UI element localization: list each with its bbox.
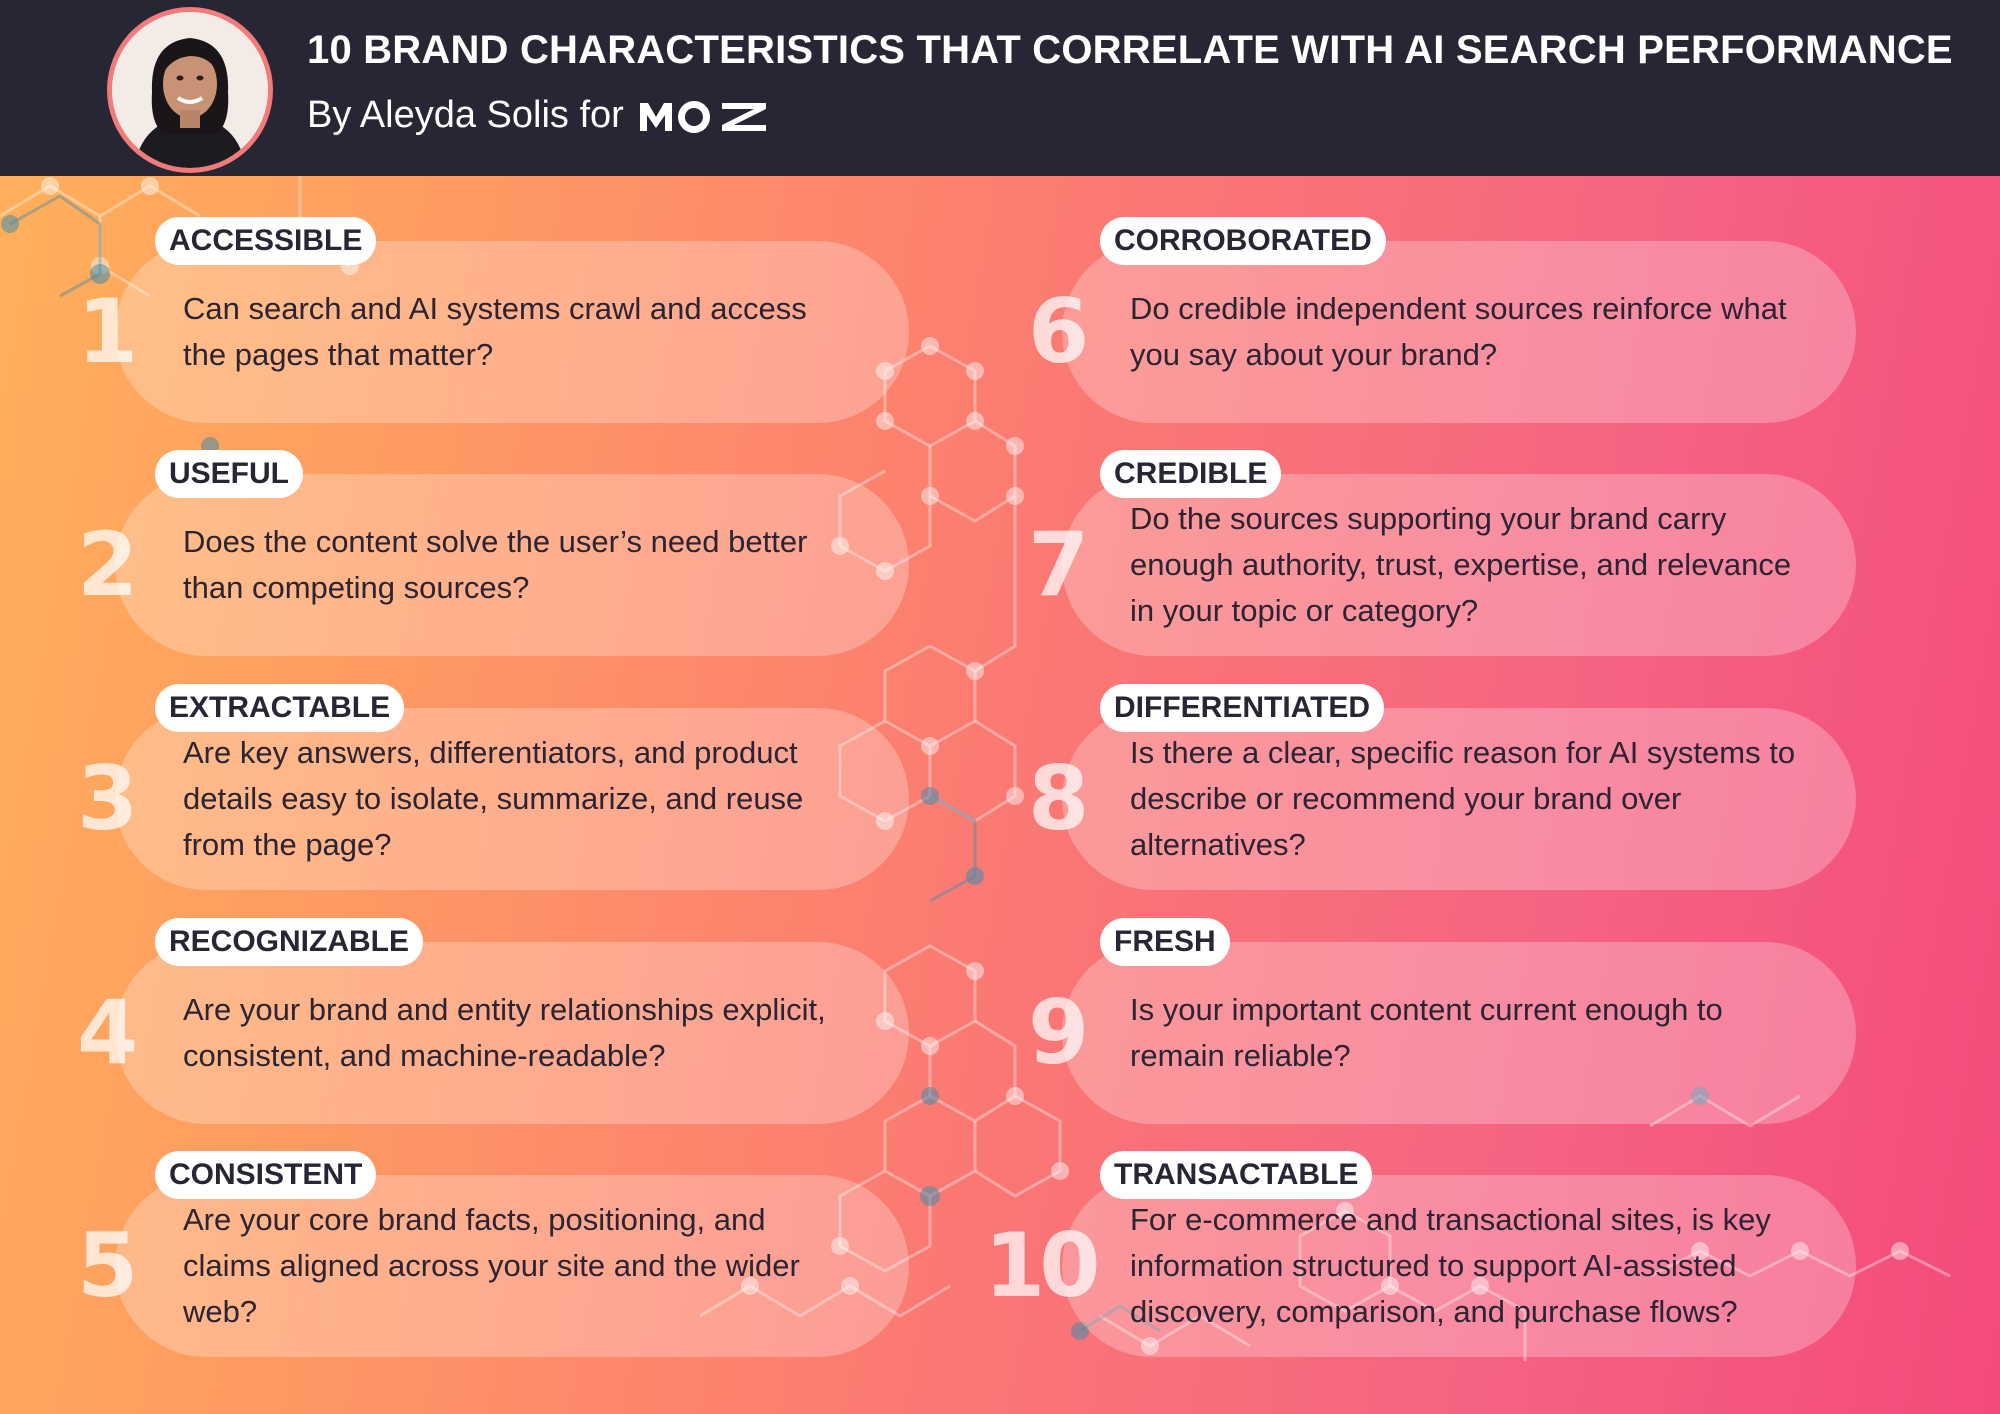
card-label: FRESH: [1100, 918, 1230, 966]
moz-logo: [638, 97, 768, 135]
card-number: 2: [77, 513, 138, 616]
characteristic-card-3: EXTRACTABLE 3 Are key answers, different…: [77, 684, 909, 890]
author-portrait-icon: [112, 12, 268, 168]
characteristic-card-9: FRESH 9 Is your important content curren…: [1028, 918, 1856, 1124]
card-pill: [115, 1175, 909, 1357]
card-label: CREDIBLE: [1100, 450, 1282, 498]
card-number: 9: [1028, 981, 1089, 1084]
card-label: CORROBORATED: [1100, 217, 1386, 265]
header-bar: 10 BRAND CHARACTERISTICS THAT CORRELATE …: [0, 0, 2000, 176]
card-question: Are your core brand facts, positioning, …: [183, 1202, 800, 1329]
card-pill: [1062, 942, 1856, 1124]
card-number: 6: [1028, 280, 1089, 383]
byline: By Aleyda Solis for: [307, 94, 768, 137]
card-question: Does the content solve the user’s need b…: [183, 524, 808, 605]
card-pill: [115, 241, 909, 423]
author-avatar: [112, 12, 268, 168]
card-label: USEFUL: [155, 450, 303, 498]
card-pill: [115, 942, 909, 1124]
characteristic-card-5: CONSISTENT 5 Are your core brand facts, …: [77, 1151, 909, 1357]
card-question: For e-commerce and transactional sites, …: [1130, 1202, 1771, 1329]
card-question: Is your important content current enough…: [1130, 992, 1723, 1073]
card-pill: [115, 474, 909, 656]
card-number: 7: [1028, 513, 1089, 616]
moz-logo-icon: [639, 100, 766, 133]
card-pill: [1062, 241, 1856, 423]
card-label: TRANSACTABLE: [1100, 1151, 1373, 1199]
page-title: 10 BRAND CHARACTERISTICS THAT CORRELATE …: [307, 28, 1953, 72]
card-label: ACCESSIBLE: [155, 217, 377, 265]
card-question: Do the sources supporting your brand car…: [1130, 501, 1792, 628]
byline-text: By Aleyda Solis for: [307, 94, 624, 136]
card-question: Is there a clear, specific reason for AI…: [1130, 735, 1796, 862]
card-label: DIFFERENTIATED: [1100, 684, 1385, 732]
card-question: Are your brand and entity relationships …: [183, 992, 826, 1073]
card-pill: [1062, 708, 1856, 890]
card-question: Do credible independent sources reinforc…: [1130, 291, 1787, 372]
characteristic-card-8: DIFFERENTIATED 8 Is there a clear, speci…: [1028, 684, 1856, 890]
card-pill: [1062, 1175, 1856, 1357]
card-pill: [115, 708, 909, 890]
card-number: 10: [984, 1214, 1100, 1317]
card-label: CONSISTENT: [155, 1151, 377, 1199]
characteristic-card-6: CORROBORATED 6 Do credible independent s…: [1028, 217, 1856, 423]
characteristic-card-10: TRANSACTABLE 10 For e-commerce and trans…: [984, 1151, 1856, 1357]
card-number: 1: [77, 280, 138, 383]
characteristic-card-1: ACCESSIBLE 1 Can search and AI systems c…: [77, 217, 909, 423]
card-number: 5: [77, 1214, 138, 1317]
card-question: Are key answers, differentiators, and pr…: [183, 735, 804, 862]
card-number: 4: [77, 981, 138, 1084]
card-pill: [1062, 474, 1856, 656]
card-number: 8: [1028, 747, 1089, 850]
card-number: 3: [77, 747, 138, 850]
characteristic-card-7: CREDIBLE 7 Do the sources supporting you…: [1028, 450, 1856, 656]
card-label: EXTRACTABLE: [155, 684, 405, 732]
card-label: RECOGNIZABLE: [155, 918, 423, 966]
characteristic-card-4: RECOGNIZABLE 4 Are your brand and entity…: [77, 918, 909, 1124]
card-question: Can search and AI systems crawl and acce…: [183, 291, 807, 372]
characteristic-card-2: USEFUL 2 Does the content solve the user…: [77, 450, 909, 656]
